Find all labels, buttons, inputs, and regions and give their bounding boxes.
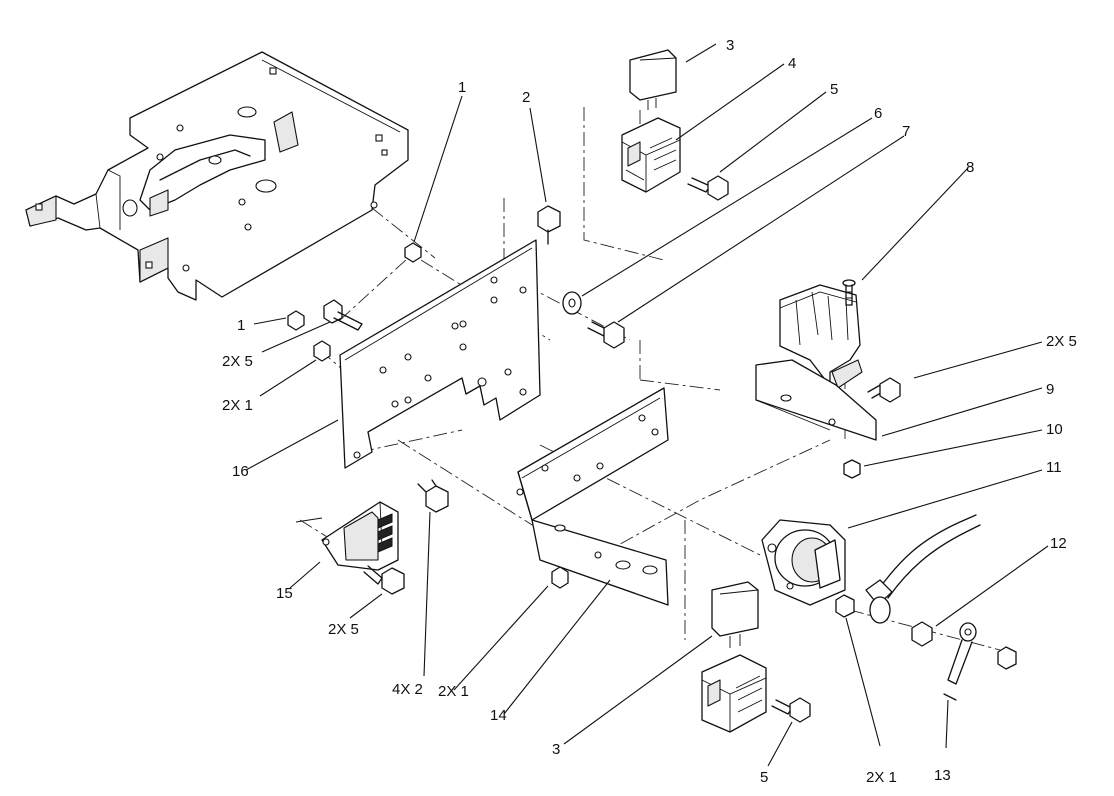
mounting-plate — [339, 239, 541, 469]
callout-4x2: 4X 2 — [392, 681, 423, 698]
callout-item-14: 14 — [490, 707, 507, 724]
callout-item-5-top: 5 — [830, 81, 838, 98]
callout-item-11: 11 — [1046, 459, 1062, 476]
fasteners — [287, 175, 1017, 723]
callout-2x5-right: 2X 5 — [1046, 333, 1077, 350]
power-inlet-assembly — [761, 514, 981, 624]
callout-item-4: 4 — [788, 55, 796, 72]
callout-2x1-bracket: 2X 1 — [438, 683, 469, 700]
relay-assembly-top — [621, 49, 681, 193]
relay-assembly-bottom — [701, 581, 767, 733]
callout-item-15: 15 — [276, 585, 293, 602]
callout-item-1-top: 1 — [458, 79, 466, 96]
terminal-block-assembly — [755, 284, 877, 441]
callout-item-5-bottom: 5 — [760, 769, 768, 786]
callout-item-16: 16 — [232, 463, 249, 480]
callout-item-13: 13 — [934, 767, 951, 784]
callout-item-10: 10 — [1046, 421, 1063, 438]
callout-labels: 1 1 2 3 3 4 5 5 6 7 8 9 10 11 12 13 14 1… — [222, 37, 1077, 786]
angle-bracket — [516, 387, 669, 606]
leader-lines — [245, 43, 1049, 767]
callout-item-8: 8 — [966, 159, 974, 176]
callout-2x5-filter: 2X 5 — [328, 621, 359, 638]
callout-2x1-left: 2X 1 — [222, 397, 253, 414]
callout-item-12: 12 — [1050, 535, 1067, 552]
callout-item-3-top: 3 — [726, 37, 734, 54]
callout-2x1-inlet: 2X 1 — [866, 769, 897, 786]
callout-item-6: 6 — [874, 105, 882, 122]
callout-item-2: 2 — [522, 89, 530, 106]
callout-item-3-bottom: 3 — [552, 741, 560, 758]
screw-item-8 — [842, 279, 856, 306]
callout-item-9: 9 — [1046, 381, 1054, 398]
callout-item-7: 7 — [902, 123, 910, 140]
filter-module — [295, 501, 399, 571]
chassis-frame — [25, 51, 409, 301]
callout-item-1-left: 1 — [237, 317, 245, 334]
callout-2x5-left: 2X 5 — [222, 353, 253, 370]
